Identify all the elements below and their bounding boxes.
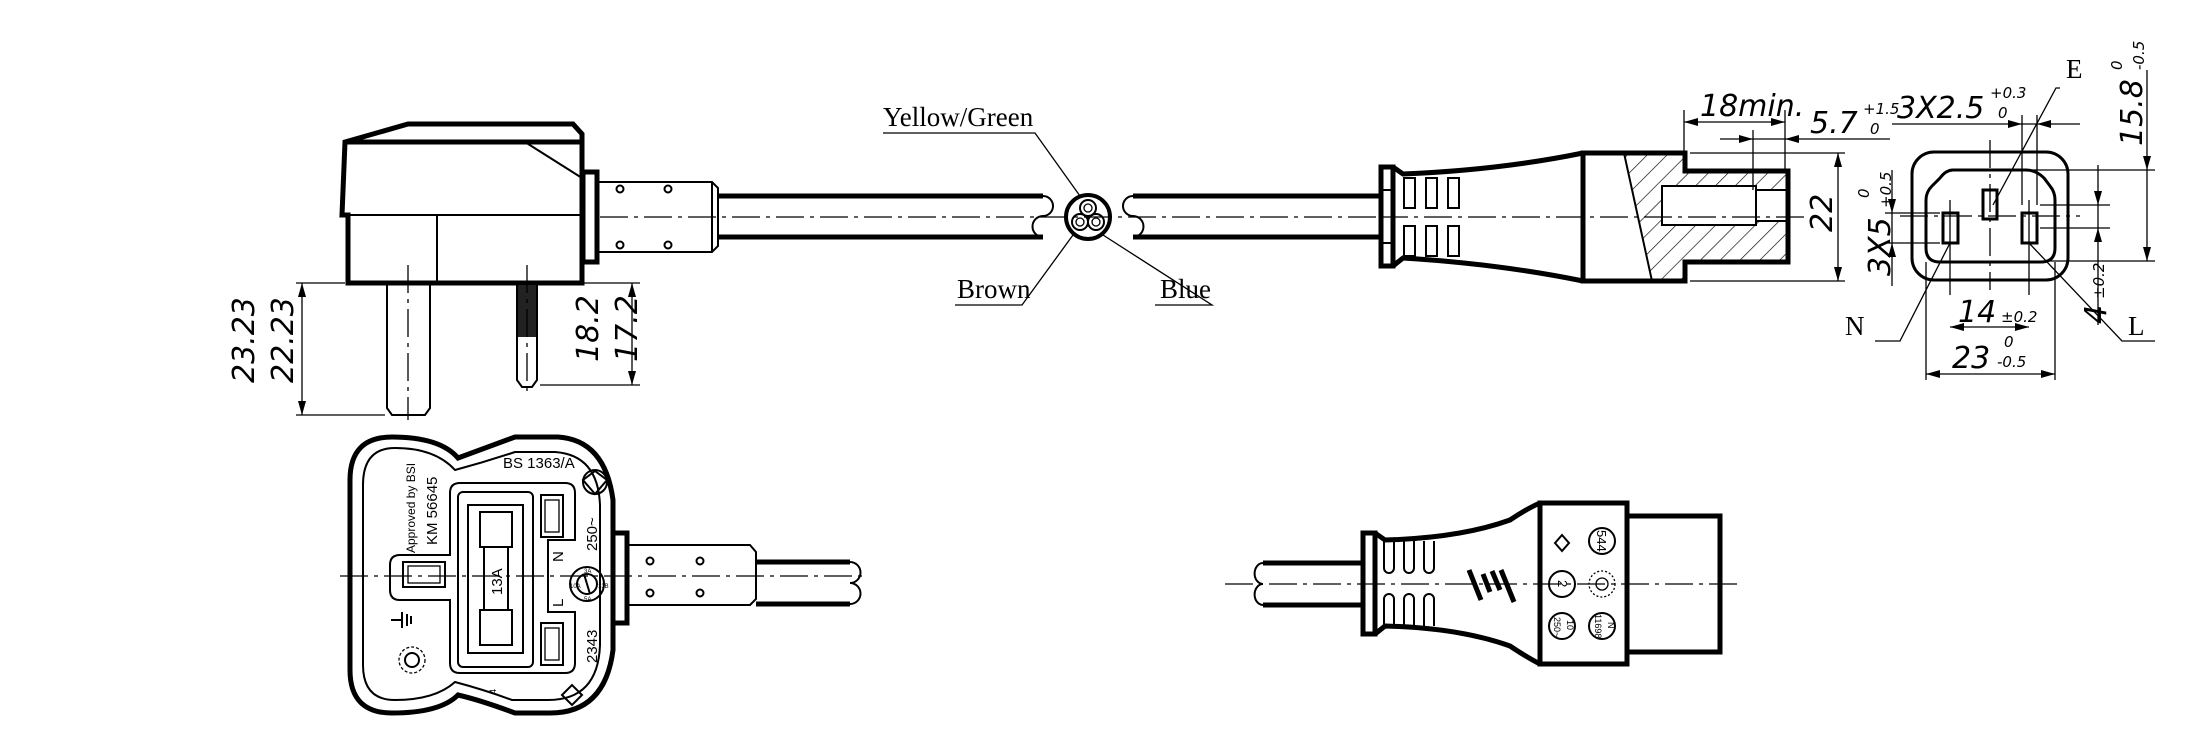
wire-label-earth: Yellow/Green <box>883 102 1034 132</box>
psb-mark-icon <box>1553 533 1571 553</box>
body-height-dim: 22 <box>1805 194 1840 232</box>
slot-length-dim: 3X5 <box>1863 217 1898 276</box>
plug-approval: Approved by BSI <box>404 463 418 553</box>
face-width-dim: 23 <box>1952 341 1990 376</box>
plug-pin-dimensions: 23.23 22.23 18.2 17.2 <box>227 282 645 416</box>
face-height-tol-lower: -0.5 <box>2130 41 2148 70</box>
connector-code: 2 <box>1555 580 1570 587</box>
slot-length-tol-upper: +0.5 <box>1877 172 1895 208</box>
terminal-label-earth: E <box>2066 54 2083 84</box>
recess-tol-lower: 0 <box>1870 120 1880 138</box>
plug-standard: BS 1363/A <box>503 455 575 472</box>
iec-connector-top-view: 544 2 10 250~ N 11698 <box>1225 500 1740 667</box>
approval-mark-icon <box>560 683 584 707</box>
connector-cert-mark: N <box>1606 622 1616 629</box>
earth-pin-max-dim: 23.23 <box>227 297 262 383</box>
earth-pin-min-dim: 22.23 <box>266 297 301 383</box>
plug-live-mark: L <box>550 599 567 607</box>
face-dimensions: 3X2.5 +0.3 0 15.8 0 -0.5 3X5 +0.5 0 14 ±… <box>1855 41 2155 380</box>
iec-connector-section <box>1378 150 1810 284</box>
slot-width-dim: 3X2.5 <box>1897 91 1984 126</box>
face-width-tol-lower: -0.5 <box>1997 353 2026 371</box>
kitemark-icon <box>581 469 609 496</box>
insertion-depth-dim: 18min. <box>1700 89 1804 124</box>
offset-tol: ±0.2 <box>2090 263 2108 299</box>
grip-texture <box>1466 569 1517 603</box>
ribs <box>1403 177 1460 257</box>
slot-length-tol-lower: 0 <box>1855 188 1873 198</box>
dial-mark: 5A <box>584 597 591 603</box>
recess-dim: 5.7 <box>1810 106 1858 141</box>
connector-approval-number: 544 <box>1594 530 1609 552</box>
dial-mark: 3A <box>584 569 591 575</box>
dial-mark: 13B <box>598 584 609 590</box>
dial-mark: 10A <box>570 584 581 590</box>
connector-cert-number: 11698 <box>1593 614 1603 638</box>
plug-mold-number: 4 <box>488 689 498 694</box>
terminal-label-live: L <box>2128 311 2145 341</box>
plug-voltage: 250~ <box>584 517 601 551</box>
wire-label-live: Brown <box>957 274 1031 304</box>
pin-spacing-dim: 14 <box>1958 295 1996 330</box>
ribs <box>1383 541 1435 626</box>
cable-cross-section <box>883 132 1215 306</box>
face-height-tol-upper: 0 <box>2108 60 2126 70</box>
connector-section-dimensions: 18min. 5.7 +1.5 0 22 <box>1683 89 1899 282</box>
cable <box>600 193 1381 240</box>
plug-license: KM 56645 <box>424 477 441 545</box>
iec-c13-face <box>1875 87 2155 342</box>
fuse-rating: 13A <box>489 568 506 595</box>
grip-dots <box>615 184 673 250</box>
connector-rating-current: 10 <box>1565 620 1575 630</box>
wire-label-neutral: Blue <box>1160 274 1211 304</box>
live-pin-min-dim: 17.2 <box>610 295 645 362</box>
uk-plug-side-view <box>339 121 719 420</box>
uk-plug-face-view: 13A BS 1363/A Approved by BSI KM 56645 N… <box>340 434 865 716</box>
pin-spacing-tol: ±0.2 <box>2001 308 2037 326</box>
plug-code: 2343 <box>584 630 601 663</box>
recess-tol-upper: +1.5 <box>1863 100 1899 118</box>
plug-neutral-mark: N <box>550 551 567 562</box>
slot-width-tol-upper: +0.3 <box>1990 84 2026 102</box>
offset-dim: 4 <box>2079 305 2114 324</box>
terminal-label-neutral: N <box>1845 311 1865 341</box>
live-pin-max-dim: 18.2 <box>571 295 606 362</box>
earth-symbol <box>391 612 412 628</box>
connector-rating-voltage: 250~ <box>1552 617 1562 637</box>
face-height-dim: 15.8 <box>2115 79 2150 146</box>
slot-width-tol-lower: 0 <box>1998 104 2008 122</box>
face-width-tol-upper: 0 <box>2004 333 2014 351</box>
